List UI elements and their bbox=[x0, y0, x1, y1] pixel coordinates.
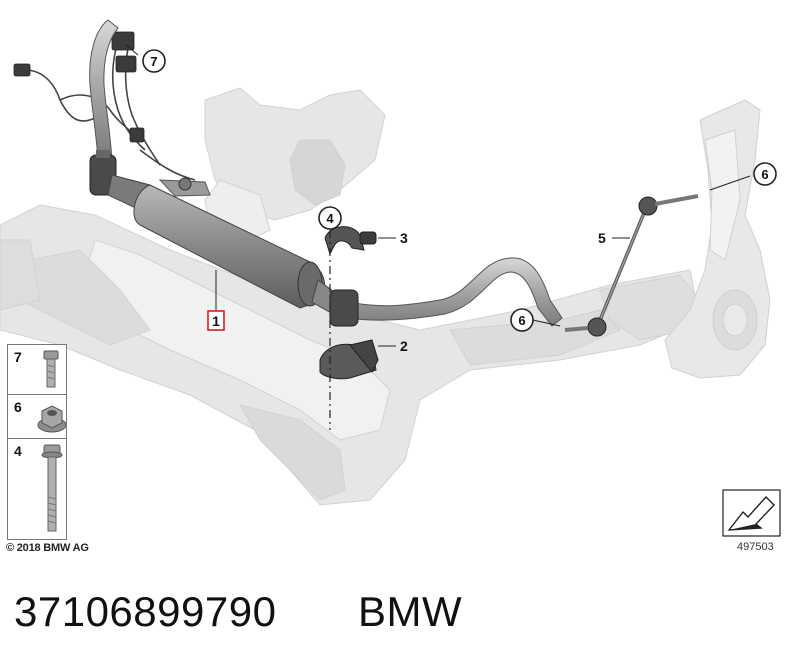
svg-text:6: 6 bbox=[761, 167, 768, 182]
callout-3: 3 bbox=[400, 230, 408, 246]
bracket-lower bbox=[319, 339, 379, 380]
parts-diagram: 7 6 5 4 3 2 6 1 bbox=[0, 19, 781, 537]
copyright-notice: © 2018 BMW AG bbox=[6, 542, 89, 554]
collar-nut-icon bbox=[37, 405, 66, 433]
callout-5: 5 bbox=[598, 230, 606, 246]
stabilizer-right-bar bbox=[329, 257, 563, 327]
callout-2: 2 bbox=[400, 338, 408, 354]
svg-text:6: 6 bbox=[518, 313, 525, 328]
callout-4: 4 bbox=[318, 206, 342, 230]
part-number: 37106899790 bbox=[14, 588, 277, 635]
svg-text:4: 4 bbox=[326, 211, 334, 226]
stabilizer-left-arm bbox=[89, 19, 119, 196]
bracket-upper bbox=[324, 226, 377, 256]
callout-6-link: 6 bbox=[510, 308, 534, 332]
legend-item: 4 bbox=[8, 439, 66, 539]
brand-name: BMW bbox=[358, 588, 463, 635]
leader-lines bbox=[125, 44, 751, 347]
coupling-rod bbox=[564, 194, 699, 337]
wheel-carrier-ghost bbox=[664, 99, 771, 379]
svg-text:5: 5 bbox=[598, 230, 606, 246]
callout-7: 7 bbox=[142, 49, 166, 73]
svg-text:1: 1 bbox=[212, 313, 220, 329]
orientation-arrow-icon bbox=[722, 489, 781, 537]
connectors bbox=[13, 31, 145, 143]
svg-text:2: 2 bbox=[400, 338, 408, 354]
bolt-long-icon bbox=[41, 444, 63, 532]
bolt-short-icon bbox=[43, 350, 59, 388]
parts-legend: 7 6 4 bbox=[7, 344, 67, 540]
callout-1-highlighted: 1 bbox=[207, 310, 225, 331]
svg-text:7: 7 bbox=[150, 54, 157, 69]
callout-6-right: 6 bbox=[753, 162, 777, 186]
diagram-id: 497503 bbox=[737, 541, 774, 553]
svg-text:3: 3 bbox=[400, 230, 408, 246]
legend-item: 7 bbox=[8, 345, 66, 395]
legend-item: 6 bbox=[8, 395, 66, 439]
